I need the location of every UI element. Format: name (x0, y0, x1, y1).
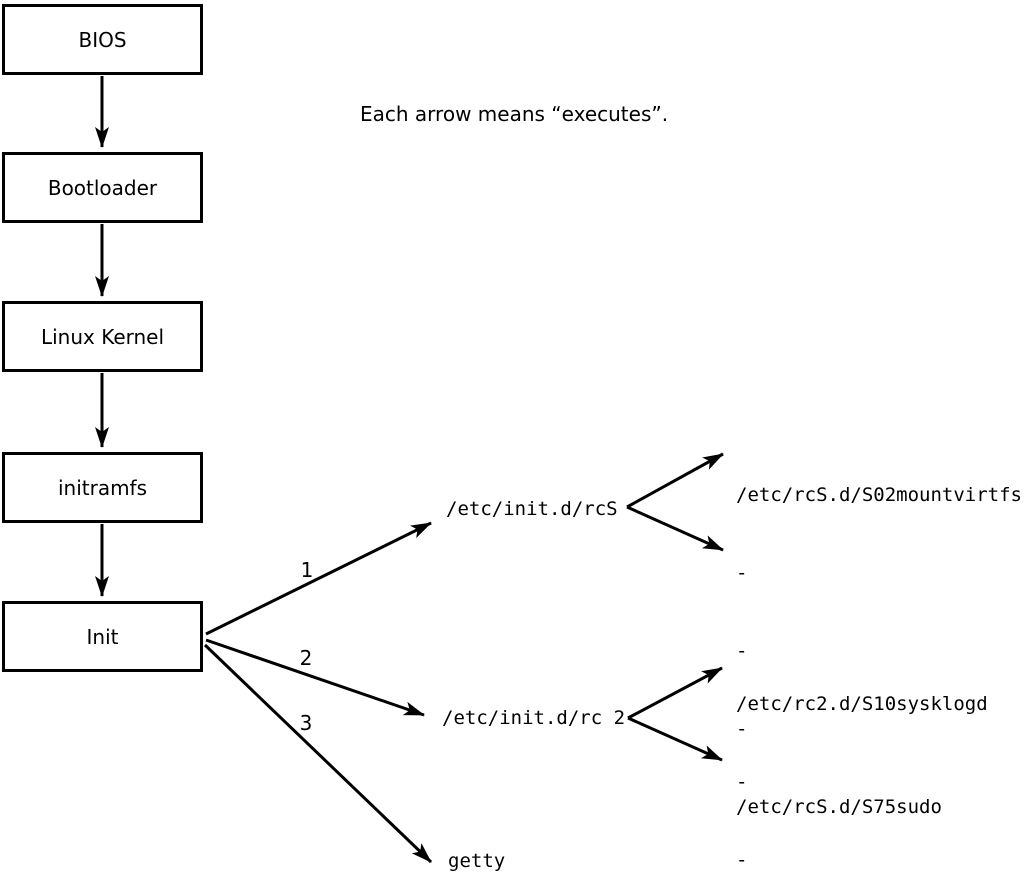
branch-number-1: 1 (300, 558, 314, 582)
node-etc-init-d-rc2: /etc/init.d/rc 2 (442, 707, 626, 729)
arrow-init-to-rc2 (205, 638, 425, 717)
node-getty: getty (448, 850, 506, 872)
node-bootloader: Bootloader (2, 152, 203, 223)
node-initramfs-label: initramfs (57, 475, 148, 500)
node-linux-kernel: Linux Kernel (2, 301, 203, 372)
branch-number-2: 2 (299, 646, 313, 670)
rcs-script-ellipsis-3: - (736, 718, 748, 740)
arrow-rc2-to-s99gdm (627, 716, 723, 762)
rc2-script-ellipsis-1: - (736, 771, 748, 793)
node-init: Init (2, 601, 203, 672)
rcs-script-ellipsis-2: - (736, 640, 748, 662)
node-etc-init-d-rcs: /etc/init.d/rcS (446, 498, 618, 520)
branch-number-3: 3 (299, 711, 313, 735)
arrow-init-to-rcs (205, 521, 432, 636)
arrow-rcs-to-s02mountvirtfs (626, 452, 724, 509)
node-init-label: Init (86, 624, 119, 649)
rc2-script-list: /etc/rc2.d/S10sysklogd - - - /etc/rc2.d/… (736, 639, 988, 875)
node-linux-kernel-label: Linux Kernel (40, 324, 165, 349)
rc2-script-s10sysklogd: /etc/rc2.d/S10sysklogd (736, 693, 988, 715)
rc2-script-ellipsis-2: - (736, 849, 748, 871)
arrow-rc2-to-s10sysklogd (627, 666, 723, 720)
arrow-rcs-to-s75sudo (626, 505, 724, 552)
node-initramfs: initramfs (2, 452, 203, 523)
node-bios-label: BIOS (78, 27, 127, 52)
node-bios: BIOS (2, 4, 203, 75)
node-bootloader-label: Bootloader (47, 175, 158, 200)
rcs-script-ellipsis-1: - (736, 562, 748, 584)
legend-note: Each arrow means “executes”. (360, 102, 669, 126)
rcs-script-s02mountvirtfs: /etc/rcS.d/S02mountvirtfs (736, 484, 1022, 506)
arrow-init-to-getty (203, 643, 433, 864)
rcs-script-s75sudo: /etc/rcS.d/S75sudo (736, 796, 942, 818)
rcs-script-list: /etc/rcS.d/S02mountvirtfs - - - /etc/rcS… (736, 430, 1022, 872)
